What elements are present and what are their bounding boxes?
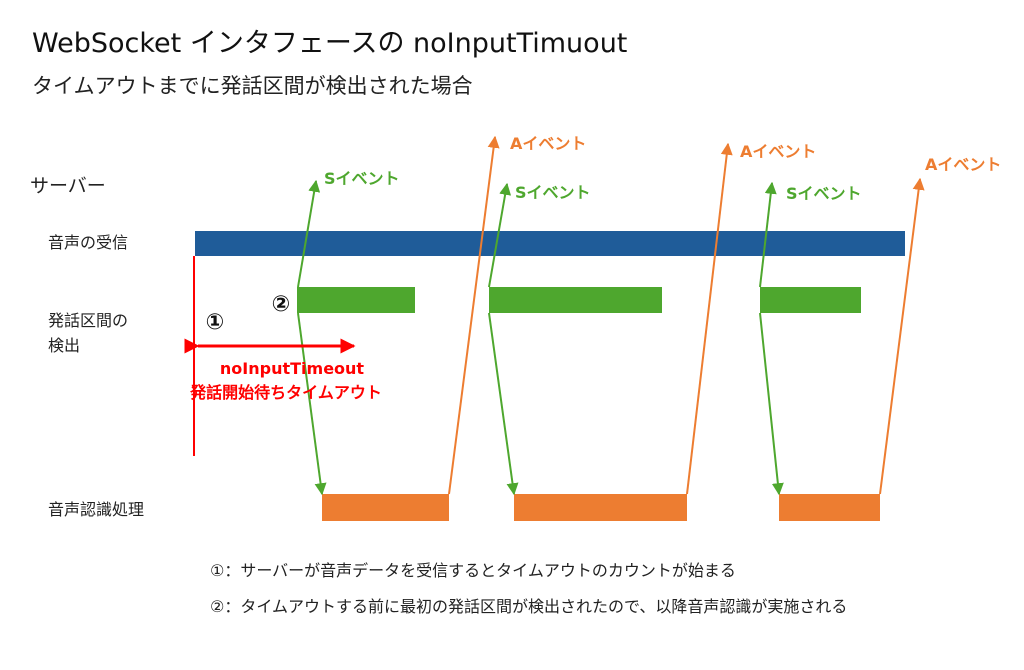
diagram-subtitle: タイムアウトまでに発話区間が検出された場合 [32,74,473,98]
s-event-arrow [297,179,321,288]
timeout-name: noInputTimeout [220,359,365,378]
s-event-label: Sイベント [515,183,591,202]
speech-to-recognition-arrow [759,312,784,496]
note-2: ②：タイムアウトする前に最初の発話区間が検出されたので、以降音声認識が実施される [210,597,847,616]
server-label: サーバー [30,175,106,197]
a-event-arrow [448,135,500,495]
speech-segment-bar [489,287,662,313]
s-event-arrow [488,182,512,288]
speech-segment-bar [297,287,415,313]
a-event-label: Aイベント [510,134,586,153]
s-event-label: Sイベント [786,184,862,203]
s-event-label: Sイベント [324,169,400,188]
speech-detect-label-1: 発話区間の [48,311,128,330]
recognition-bar [514,494,687,521]
a-event-arrow [879,177,925,495]
diagram-title: WebSocket インタフェースの noInputTimuout [32,28,627,59]
audio-receive-bar [195,231,905,256]
a-event-arrow [686,142,733,495]
recognition-bar [322,494,449,521]
recognition-label: 音声認識処理 [48,500,144,519]
marker-two: ② [272,292,291,317]
note-1: ①：サーバーが音声データを受信するとタイムアウトのカウントが始まる [210,561,736,580]
marker-one: ① [206,310,225,335]
speech-segment-bar [760,287,861,313]
recognition-bar [779,494,880,521]
a-event-label: Aイベント [740,142,816,161]
speech-to-recognition-arrow [488,312,519,496]
speech-detect-label-2: 検出 [48,336,80,355]
speech-to-recognition-arrow [297,312,327,496]
s-event-arrow [759,181,777,288]
timeout-description: 発話開始待ちタイムアウト [189,383,382,402]
audio-receive-label: 音声の受信 [48,233,128,252]
a-event-label: Aイベント [925,155,1001,174]
